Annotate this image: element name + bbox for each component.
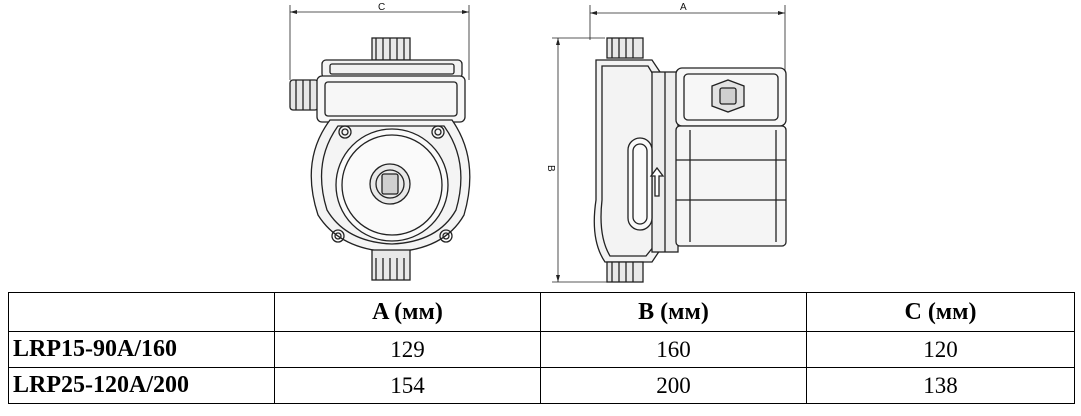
header-model <box>8 292 275 332</box>
cell-c: 138 <box>806 367 1075 404</box>
pump-side-view <box>552 5 787 283</box>
header-b-mm: B (мм) <box>540 292 807 332</box>
header-a-mm: A (мм) <box>274 292 541 332</box>
dim-label-a: A <box>680 2 687 13</box>
cell-c: 120 <box>806 331 1075 368</box>
cell-b: 200 <box>540 367 807 404</box>
table-row: LRP25-120A/200 154 200 138 <box>8 367 1075 404</box>
cell-a: 129 <box>274 331 541 368</box>
dimensions-table: A (мм) B (мм) C (мм) LRP15-90A/160 129 1… <box>8 292 1075 404</box>
model-name: LRP25-120A/200 <box>8 367 275 404</box>
pump-technical-drawing: C A B <box>289 2 787 283</box>
pump-front-view <box>289 5 471 281</box>
cell-b: 160 <box>540 331 807 368</box>
table-row: LRP15-90A/160 129 160 120 <box>8 331 1075 368</box>
dim-label-c: C <box>378 2 385 13</box>
dim-label-b: B <box>545 165 556 172</box>
model-name: LRP15-90A/160 <box>8 331 275 368</box>
cell-a: 154 <box>274 367 541 404</box>
header-c-mm: C (мм) <box>806 292 1075 332</box>
table-header-row: A (мм) B (мм) C (мм) <box>8 292 1075 332</box>
